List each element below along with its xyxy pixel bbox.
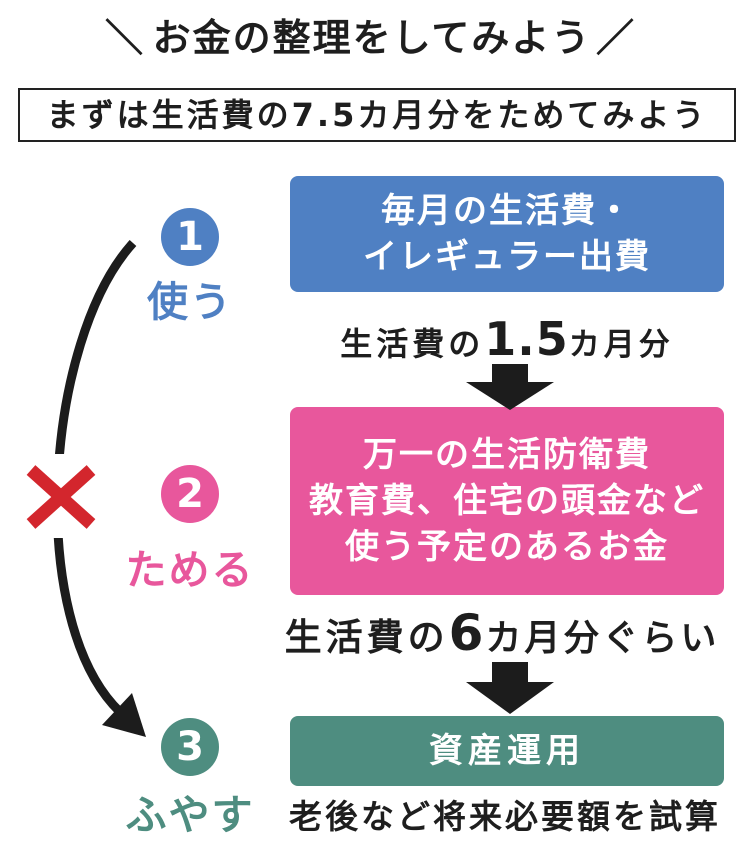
step-1-box-line: イレギュラー出費 — [363, 237, 651, 277]
down-arrow-icon — [466, 662, 554, 714]
step-1-number: 1 — [176, 214, 204, 260]
step-1-note-text: 生活費の — [340, 325, 485, 363]
cross-stroke-b — [26, 465, 96, 529]
down-arrow-stem — [492, 662, 528, 684]
step-2-box-line: 使う予定のあるお金 — [345, 527, 669, 567]
step-2-box: 万一の生活防衛費 教育費、住宅の頭金など 使う予定のあるお金 — [290, 407, 724, 595]
subtitle-text: まずは生活費の7.5カ月分をためてみよう — [46, 96, 708, 134]
step-2-number: 2 — [176, 471, 204, 517]
step-1-box-line: 毎月の生活費・ — [381, 191, 633, 231]
step-2-note-unit: カ月分ぐらい — [485, 618, 720, 659]
step-3-verb: ふやす — [125, 791, 255, 839]
step-1-note-unit: カ月分 — [568, 327, 674, 363]
step-1-note-months: 1.5 — [484, 312, 569, 366]
step-1-verb: 使う — [147, 278, 233, 326]
title-slash-right: ／ — [596, 16, 635, 60]
step-2-box-line: 教育費、住宅の頭金など — [309, 481, 705, 521]
cross-icon — [26, 465, 96, 529]
step-3-number-badge: 3 — [161, 718, 219, 776]
step-3-number: 3 — [176, 724, 204, 770]
step-1-box: 毎月の生活費・ イレギュラー出費 — [290, 176, 724, 292]
step-2-note: 生活費の6カ月分ぐらい — [275, 603, 729, 663]
step-3-box-line: 資産運用 — [429, 731, 585, 771]
step-2-note-months: 6 — [448, 604, 486, 662]
down-arrow-stem — [492, 364, 528, 384]
step-2-note-text: 生活費の — [284, 616, 449, 659]
subtitle-box: まずは生活費の7.5カ月分をためてみよう — [18, 88, 736, 142]
down-arrow-icon — [466, 364, 554, 410]
step-1-number-badge: 1 — [161, 208, 219, 266]
step-2-number-badge: 2 — [161, 465, 219, 523]
step-1-note: 生活費の1.5カ月分 — [290, 311, 724, 367]
step-3-note: 老後など将来必要額を試算 — [289, 797, 721, 836]
step-3-box: 資産運用 — [290, 716, 724, 786]
page-title: お金の整理をしてみよう — [152, 16, 592, 60]
title-slash-left: ＼ — [105, 16, 144, 60]
down-arrow-head — [466, 382, 554, 410]
step-2-verb: ためる — [125, 546, 255, 594]
step-2-box-line: 万一の生活防衛費 — [363, 435, 651, 475]
flow-arrowhead — [102, 693, 146, 737]
down-arrow-head — [466, 682, 554, 714]
